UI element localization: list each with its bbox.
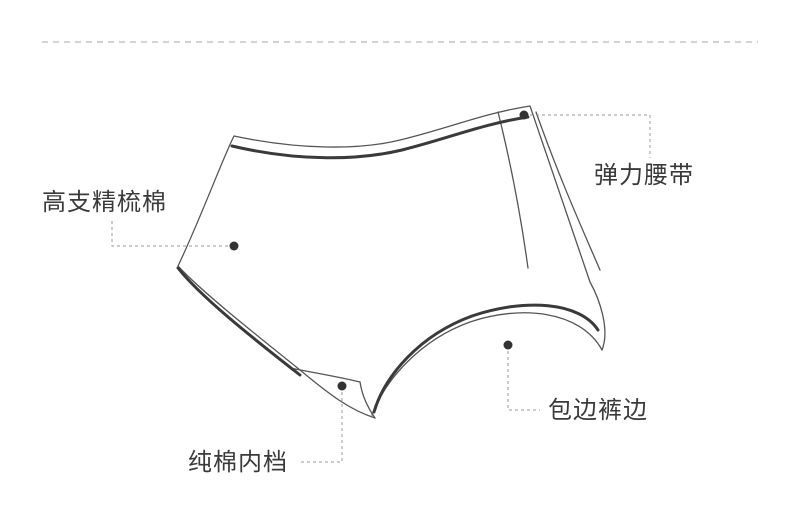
leader-lines xyxy=(111,114,651,463)
waistband-stripe xyxy=(230,115,530,160)
dot-waistband xyxy=(519,110,529,120)
leader-hem xyxy=(507,345,540,411)
dot-cotton xyxy=(229,241,239,251)
label-cotton-gusset: 纯棉内档 xyxy=(188,448,288,476)
leader-cotton xyxy=(111,218,234,247)
leader-gusset xyxy=(300,386,343,463)
callout-dots xyxy=(229,110,529,391)
label-elastic-waistband: 弹力腰带 xyxy=(594,161,694,189)
label-combed-cotton: 高支精梳棉 xyxy=(42,188,167,216)
garment-outline xyxy=(177,105,606,419)
dot-hem xyxy=(503,340,513,350)
dot-gusset xyxy=(337,381,347,391)
label-bound-leg-hem: 包边裤边 xyxy=(548,396,648,424)
leader-waistband xyxy=(524,114,651,158)
garment-bands xyxy=(176,115,600,414)
leg-binding xyxy=(372,303,600,414)
front-leg-binding xyxy=(176,266,302,377)
